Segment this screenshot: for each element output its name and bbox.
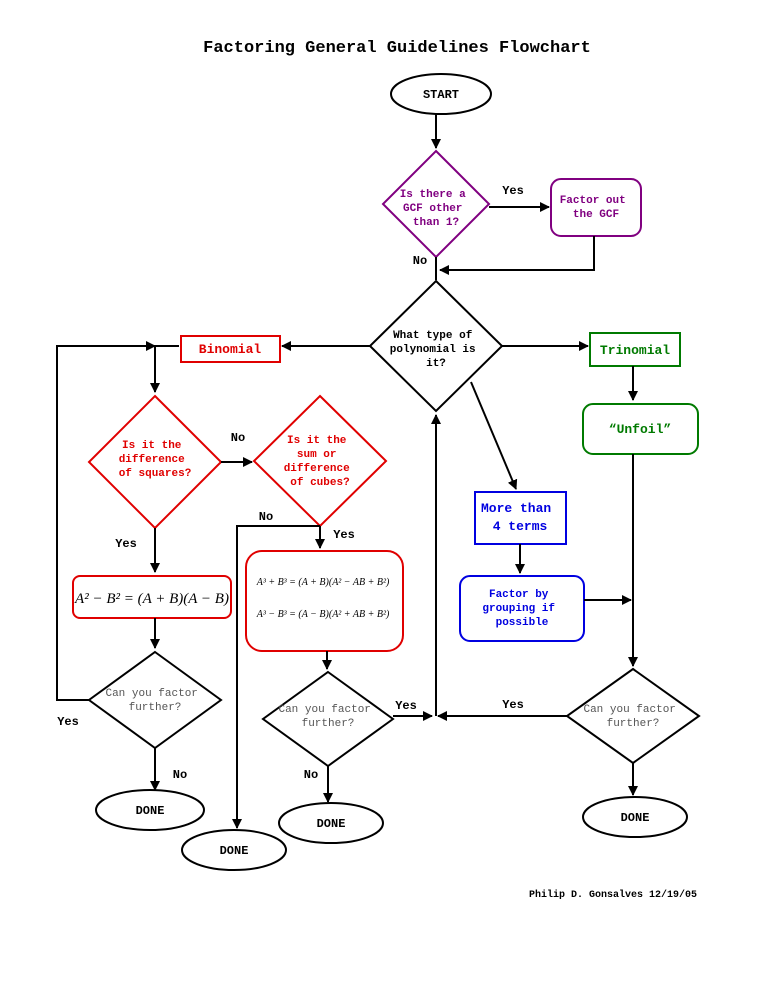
diff-squares-formula: A² − B² = (A + B)(A − B) (74, 591, 229, 607)
grouping-box (459, 575, 585, 642)
connector (232, 525, 320, 829)
type-question: What type of polynomial is it? (390, 330, 482, 370)
done-terminal-3 (181, 829, 287, 871)
connector (439, 236, 595, 275)
done-terminal-1 (95, 789, 205, 831)
yes-label: Yes (395, 699, 417, 713)
no-label: No (259, 510, 273, 524)
no-label: No (413, 254, 427, 268)
start-terminal (390, 73, 492, 115)
connector (470, 381, 518, 490)
further-decision-3 (565, 667, 701, 765)
unfoil-label: “Unfoil” (609, 422, 671, 437)
further-question: Can you factor further? (278, 704, 377, 730)
binomial-box (180, 335, 281, 363)
binomial-label: Binomial (199, 342, 262, 357)
gcf-question: Is there a GCF other than 1? (400, 189, 473, 229)
type-decision (368, 279, 504, 413)
done-label: DONE (621, 811, 650, 825)
author-credit: Philip D. Gonsalves 12/19/05 (529, 889, 697, 901)
connector (56, 341, 156, 701)
no-label: No (231, 431, 245, 445)
cubes-formula-box (245, 550, 404, 652)
grouping-label: Factor by grouping if possible (482, 589, 561, 629)
diff-squares-formula-box (72, 575, 232, 619)
unfoil-box (582, 403, 699, 455)
factor-gcf-box (550, 178, 642, 237)
diff-squares-question: Is it the difference of squares? (119, 440, 192, 480)
start-label: START (423, 88, 459, 102)
yes-label: Yes (333, 528, 355, 542)
yes-label: Yes (502, 698, 524, 712)
done-terminal-4 (582, 796, 688, 838)
cubes-formula-sum: A³ + B³ = (A + B)(A² − AB + B²) (256, 577, 390, 588)
trinomial-label: Trinomial (600, 343, 670, 358)
done-label: DONE (317, 817, 346, 831)
further-question: Can you factor further? (105, 688, 204, 714)
further-question: Can you factor further? (583, 704, 682, 730)
yes-label: Yes (502, 184, 524, 198)
further-decision-1 (87, 650, 223, 750)
no-label: No (173, 768, 187, 782)
more-terms-box (474, 491, 567, 545)
done-label: DONE (220, 844, 249, 858)
cubes-formula-diff: A³ − B³ = (A − B)(A² + AB + B²) (256, 609, 390, 620)
done-terminal-2 (278, 802, 384, 844)
done-label: DONE (136, 804, 165, 818)
cubes-decision (252, 394, 388, 528)
page-title: Factoring General Guidelines Flowchart (203, 39, 591, 58)
more-terms-label: More than 4 terms (481, 501, 559, 534)
no-label: No (304, 768, 318, 782)
yes-label: Yes (115, 537, 137, 551)
yes-label: Yes (57, 715, 79, 729)
cubes-question: Is it the sum or difference of cubes? (284, 435, 357, 489)
factor-gcf-label: Factor out the GCF (560, 195, 633, 221)
trinomial-box (589, 332, 681, 367)
